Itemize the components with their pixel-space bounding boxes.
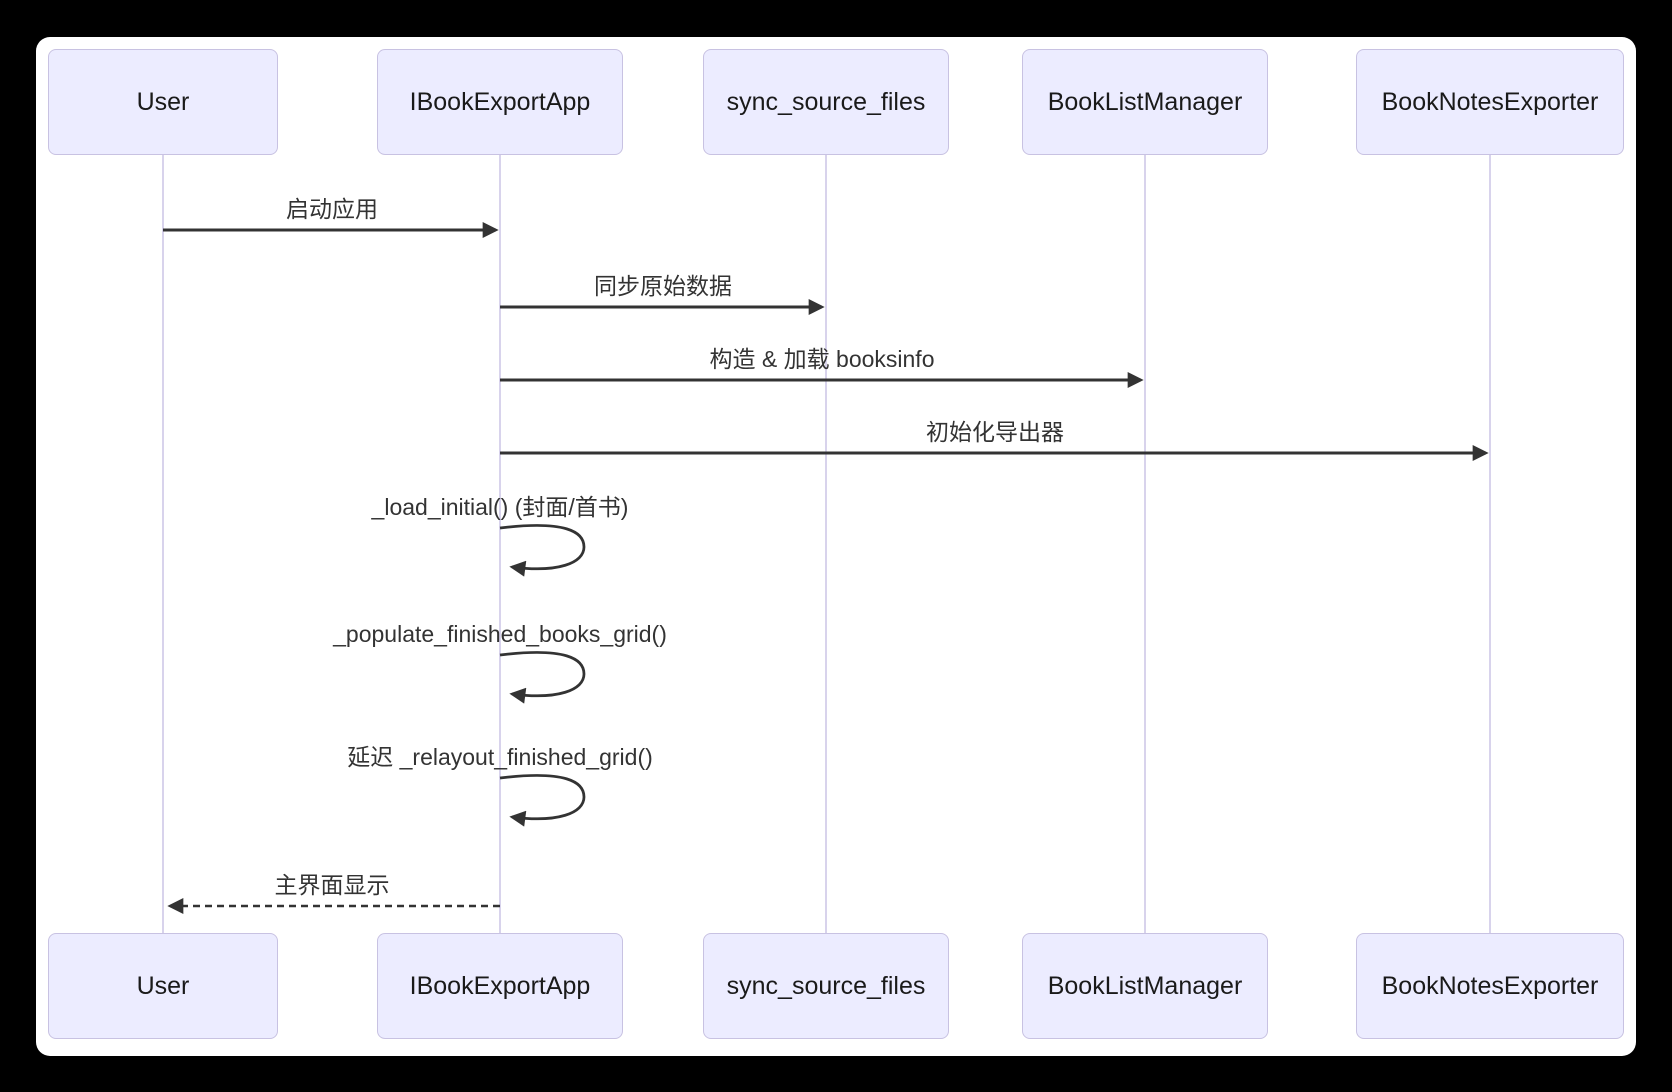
message-label-relayout-grid: 延迟 _relayout_finished_grid() xyxy=(347,744,653,770)
message-label-launch-app: 启动应用 xyxy=(286,196,378,222)
actor-bottom-user: User xyxy=(48,933,278,1039)
message-label-sync-source-data: 同步原始数据 xyxy=(594,273,732,299)
actor-bottom-booklistmanager: BookListManager xyxy=(1022,933,1268,1039)
actor-label: BookNotesExporter xyxy=(1381,971,1599,1000)
message-label-show-main-ui: 主界面显示 xyxy=(274,872,390,898)
actor-label: BookNotesExporter xyxy=(1381,87,1599,116)
actor-top-booknotesexporter: BookNotesExporter xyxy=(1356,49,1624,155)
message-label-load-booksinfo: 构造 & 加载 booksinfo xyxy=(709,346,935,372)
self-loop-relayout-grid xyxy=(499,774,586,827)
diagram-panel: User IBookExportApp sync_source_files Bo… xyxy=(36,37,1636,1056)
actor-top-booklistmanager: BookListManager xyxy=(1022,49,1268,155)
actor-top-ibookexportapp: IBookExportApp xyxy=(377,49,623,155)
actor-label: BookListManager xyxy=(1047,971,1243,1000)
actor-bottom-sync-source-files: sync_source_files xyxy=(703,933,949,1039)
diagram-lines-layer xyxy=(162,155,1491,933)
actor-label: User xyxy=(136,971,190,1000)
message-label-populate-grid: _populate_finished_books_grid() xyxy=(333,621,667,647)
actor-label: sync_source_files xyxy=(726,87,926,116)
actor-top-user: User xyxy=(48,49,278,155)
actor-bottom-booknotesexporter: BookNotesExporter xyxy=(1356,933,1624,1039)
self-loop-load-initial xyxy=(499,524,586,577)
actor-label: IBookExportApp xyxy=(409,971,591,1000)
actor-label: IBookExportApp xyxy=(409,87,591,116)
actor-label: BookListManager xyxy=(1047,87,1243,116)
actor-label: sync_source_files xyxy=(726,971,926,1000)
self-loop-populate-grid xyxy=(499,651,586,704)
message-label-load-initial: _load_initial() (封面/首书) xyxy=(371,494,629,520)
message-label-init-exporter: 初始化导出器 xyxy=(926,419,1064,445)
actor-top-sync-source-files: sync_source_files xyxy=(703,49,949,155)
actor-bottom-ibookexportapp: IBookExportApp xyxy=(377,933,623,1039)
actor-label: User xyxy=(136,87,190,116)
